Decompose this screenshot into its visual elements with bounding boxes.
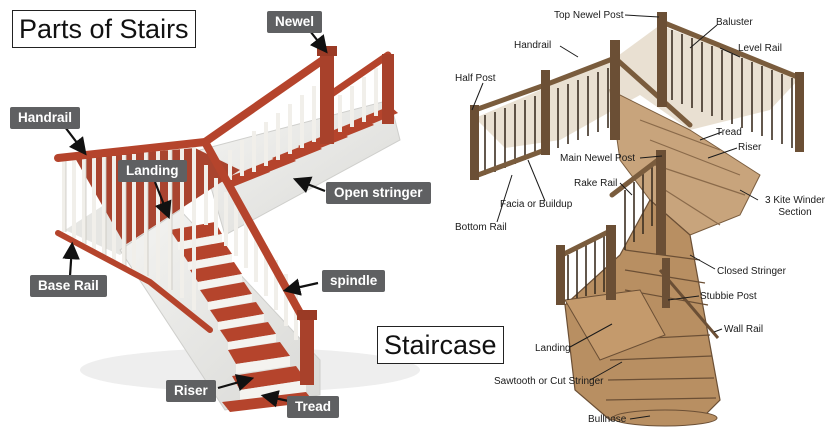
lower-left-balusters <box>567 236 605 300</box>
label-riser: Riser <box>166 380 216 402</box>
label-main-newel-post: Main Newel Post <box>560 153 636 164</box>
label-half-post: Half Post <box>455 73 496 84</box>
left-arrows <box>62 30 328 408</box>
label-wall-rail: Wall Rail <box>724 324 764 335</box>
rake-balusters <box>624 166 653 250</box>
label-level-rail: Level Rail <box>738 43 782 54</box>
upper-flight-spindles <box>228 68 378 180</box>
label-kite-winder: 3 Kite Winder Section <box>764 195 826 218</box>
left-staircase-illustration <box>54 46 420 412</box>
right-posts <box>470 12 804 308</box>
label-landing: Landing <box>118 160 187 182</box>
label-tread: Tread <box>287 396 340 418</box>
label-sawtooth-stringer: Sawtooth or Cut Stringer <box>494 376 604 387</box>
winder-tread-lines <box>639 119 746 226</box>
label-top-newel-post: Top Newel Post <box>554 10 624 21</box>
label-riser-right: Riser <box>738 142 762 153</box>
right-staircase-illustration <box>470 12 804 427</box>
label-bottom-rail: Bottom Rail <box>455 222 507 233</box>
label-rake-rail: Rake Rail <box>574 178 618 189</box>
label-handrail: Handrail <box>10 107 81 129</box>
label-newel: Newel <box>267 11 323 33</box>
upper-left-balusters <box>484 68 609 175</box>
label-closed-stringer: Closed Stringer <box>717 266 786 277</box>
right-title: Staircase <box>377 326 504 364</box>
label-spindle: spindle <box>322 270 386 292</box>
label-base-rail: Base Rail <box>30 275 107 297</box>
label-handrail-right: Handrail <box>514 40 552 51</box>
right-leaders <box>471 14 759 420</box>
upper-right-balusters <box>671 30 793 148</box>
wall-rail <box>658 269 720 339</box>
label-stubbie-post: Stubbie Post <box>700 291 757 302</box>
label-landing-right: Landing <box>535 343 571 354</box>
left-title: Parts of Stairs <box>12 10 196 48</box>
label-tread-right: Tread <box>716 127 742 138</box>
label-open-stringer: Open stringer <box>326 182 431 204</box>
label-baluster: Baluster <box>716 17 753 28</box>
label-facia-buildup: Facia or Buildup <box>500 199 573 210</box>
label-bullnose: Bullnose <box>588 414 627 425</box>
